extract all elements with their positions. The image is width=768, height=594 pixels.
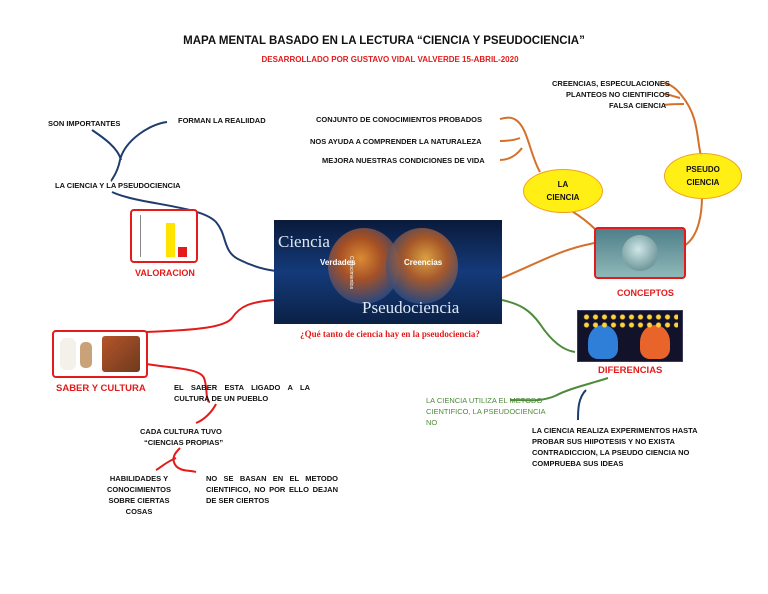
image-word-creencias: Creencias [404, 258, 443, 267]
diferencias-green-text: LA CIENCIA UTILIZA EL METODO CIENTIFICO,… [426, 396, 546, 427]
bubble-pseudo-ciencia: PSEUDO CIENCIA [664, 153, 742, 199]
bar-pseudociencia [178, 247, 187, 257]
saber-text-2a: CADA CULTURA TUVO [140, 427, 222, 436]
bar-ciencia [166, 223, 175, 257]
page-title: MAPA MENTAL BASADO EN LA LECTURA “CIENCI… [183, 35, 585, 47]
chart-axis [140, 215, 141, 257]
image-word-conocimientos: Conocimientos [348, 256, 354, 290]
saber-text-1: EL SABER ESTA LIGADO A LA CULTURA DE UN … [174, 383, 310, 403]
pseudo-item-1: CREENCIAS, ESPECULACIONES [552, 79, 670, 88]
node-forman-realidad: FORMAN LA REALIIDAD [178, 116, 266, 125]
diferencias-image [577, 310, 683, 362]
valoracion-chart-frame [130, 209, 198, 263]
page-subtitle: DESARROLLADO POR GUSTAVO VIDAL VALVERDE … [261, 55, 519, 64]
node-son-importantes: SON IMPORTANTES [48, 119, 121, 128]
pseudo-item-3: FALSA CIENCIA [609, 101, 667, 110]
ciencia-item-1: CONJUNTO DE CONOCIMIENTOS PROBADOS [316, 115, 482, 124]
figure-healer [60, 338, 76, 370]
saber-label: SABER Y CULTURA [56, 383, 146, 394]
saber-text-4: NO SE BASAN EN EL METODO CIENTIFICO, NO … [206, 474, 338, 505]
saber-image-frame [52, 330, 148, 378]
head-icon [622, 235, 658, 271]
figure-artwork [102, 336, 140, 372]
conceptos-label: CONCEPTOS [617, 288, 674, 298]
bubble-la-ciencia: LA CIENCIA [523, 169, 603, 213]
image-word-verdades: Verdades [320, 258, 356, 267]
ciencia-item-2: NOS AYUDA A COMPRENDER LA NATURALEZA [310, 137, 482, 146]
saber-text-3: HABILIDADES Y CONOCIMIENTOS SOBRE CIERTA… [106, 474, 172, 516]
central-image: Ciencia Verdades Creencias Conocimientos… [274, 220, 502, 324]
figure-person [80, 342, 92, 368]
valoracion-label: VALORACION [135, 268, 195, 278]
ciencia-item-3: MEJORA NUESTRAS CONDICIONES DE VIDA [322, 156, 485, 165]
brain-right [386, 228, 458, 304]
diferencias-navy-text: LA CIENCIA REALIZA EXPERIMENTOS HASTA PR… [532, 426, 698, 468]
head-orange-icon [640, 325, 670, 359]
head-blue-icon [588, 325, 618, 359]
central-question: ¿Qué tanto de ciencia hay en la pseudoci… [300, 329, 480, 339]
node-ciencia-pseudo: LA CIENCIA Y LA PSEUDOCIENCIA [55, 181, 181, 190]
image-word-ciencia: Ciencia [278, 232, 330, 251]
conceptos-image-frame [594, 227, 686, 279]
image-word-pseudociencia: Pseudociencia [362, 298, 460, 317]
pseudo-item-2: PLANTEOS NO CIENTIFICOS [566, 90, 670, 99]
ideas-dots [582, 313, 678, 329]
bubble-pseudo-label: PSEUDO CIENCIA [686, 165, 720, 187]
saber-text-2b: “CIENCIAS PROPIAS” [144, 438, 224, 447]
diferencias-label: DIFERENCIAS [598, 365, 663, 376]
bubble-la-ciencia-label: LA CIENCIA [546, 180, 580, 202]
